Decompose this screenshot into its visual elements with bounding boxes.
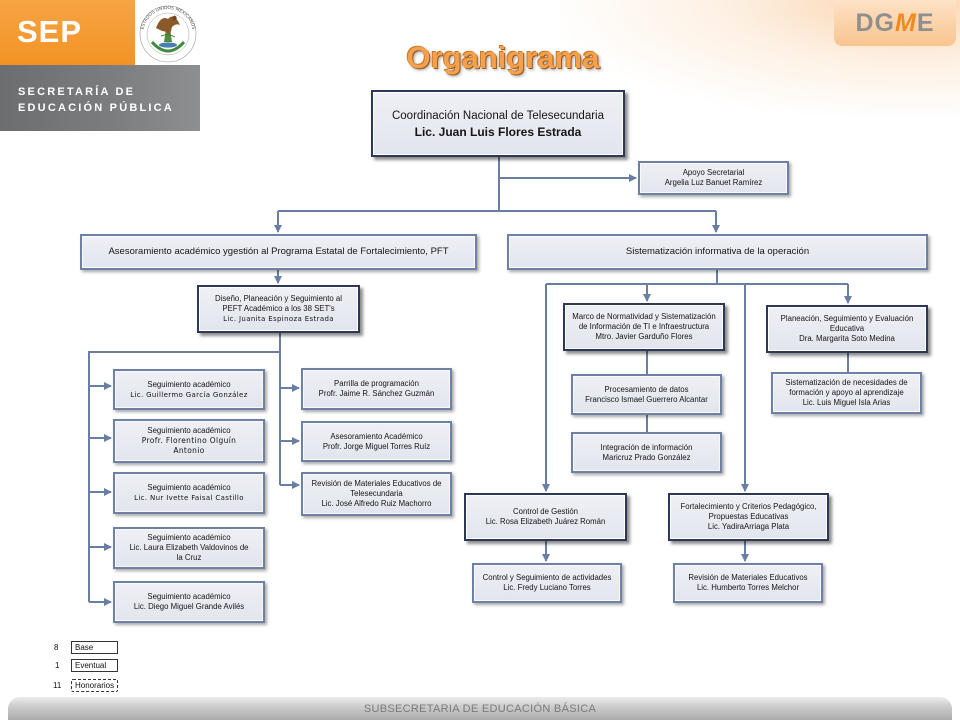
legend-label: Base xyxy=(71,641,118,654)
unit-name: Control de Gestión xyxy=(512,507,578,516)
unit-name: Seguimiento académico xyxy=(147,379,231,389)
unit-name: Seguimiento académico xyxy=(147,592,231,601)
legend-label: Honorarios xyxy=(71,679,118,692)
unit-name: Sistematización de necesidades de xyxy=(785,378,908,387)
org-node-revision-materiales: Revisión de Materiales Educativos Lic. H… xyxy=(673,563,823,603)
person-name: Argelia Luz Banuet Ramírez xyxy=(664,178,763,187)
person-name: Profr. Florentino Olguín xyxy=(141,436,237,445)
person-name: Lic. Laura Elizabeth Valdovinos de xyxy=(129,543,249,552)
unit-name: Apoyo Secretarial xyxy=(682,168,745,177)
org-node-coordinacion: Coordinación Nacional de Telesecundaria … xyxy=(371,90,625,157)
org-node-revision-materiales-telesecundaria: Revisión de Materiales Educativos de Tel… xyxy=(301,472,452,516)
unit-name: Procesamiento de datos xyxy=(604,384,689,394)
org-node-asesoramiento-pft: Asesoramiento académico ygestión al Prog… xyxy=(80,234,477,270)
unit-name: Sistematización informativa de la operac… xyxy=(625,246,810,257)
org-node-parrilla-programacion: Parrilla de programación Profr. Jaime R.… xyxy=(301,368,452,410)
unit-name: de Información de TI e Infraestructura xyxy=(578,322,710,331)
unit-name: Diseño, Planeación y Seguimiento al xyxy=(215,294,342,303)
secretaria-line-2: EDUCACIÓN PÚBLICA xyxy=(18,102,174,114)
legend-count: 1 xyxy=(55,661,60,670)
legend-label: Eventual xyxy=(71,659,118,672)
org-node-control-gestion: Control de Gestión Lic. Rosa Elizabeth J… xyxy=(464,493,627,541)
unit-name: Planeación, Seguimiento y Evaluación xyxy=(780,314,914,323)
org-node-necesidades-formacion: Sistematización de necesidades de formac… xyxy=(771,372,922,414)
unit-name: Integración de información xyxy=(600,442,693,452)
org-node-sistematizacion-informativa: Sistematización informativa de la operac… xyxy=(507,234,928,270)
person-name: Lic. Juanita Espinoza Estrada xyxy=(223,315,334,323)
unit-name: Marco de Normatividad y Sistematización xyxy=(572,312,716,321)
person-name: Antonio xyxy=(173,446,205,455)
connector xyxy=(88,351,280,602)
unit-name: PEFT Académico a los 38 SET's xyxy=(222,304,335,313)
unit-name: Revisión de Materiales Educativos de xyxy=(311,479,442,488)
org-node-planeacion-evaluacion: Planeación, Seguimiento y Evaluación Edu… xyxy=(766,305,928,353)
dgme-logo-right: E xyxy=(916,8,935,37)
org-node-asesoramiento-academico: Asesoramiento Académico Profr. Jorge Mig… xyxy=(301,421,452,462)
unit-name: Parrilla de programación xyxy=(334,379,419,388)
org-node-seguimiento-4: Seguimiento académico Lic. Laura Elizabe… xyxy=(113,527,265,569)
dgme-logo-left: DG xyxy=(855,8,895,37)
secretaria-line-1: SECRETARÍA DE xyxy=(18,86,136,98)
unit-name: Coordinación Nacional de Telesecundaria xyxy=(391,109,605,122)
person-name: Lic. Juan Luis Flores Estrada xyxy=(414,124,582,139)
dgme-logo-mark: M xyxy=(894,8,917,37)
unit-name: Seguimiento académico xyxy=(147,426,231,435)
person-name: Lic. Luis Miguel Isla Arias xyxy=(802,398,891,407)
org-node-seguimiento-1: Seguimiento académico Lic. Guillermo Gar… xyxy=(113,369,265,410)
person-name: Lic. Diego Miguel Grande Avilés xyxy=(133,602,245,611)
org-node-seguimiento-3: Seguimiento académico Lic. Nur Ivette Fa… xyxy=(113,472,265,514)
mexican-coat-of-arms-icon: ESTADOS UNIDOS MEXICANOS xyxy=(135,0,200,65)
person-name: Mtro. Javier Garduño Flores xyxy=(595,332,693,341)
unit-name: Asesoramiento Académico xyxy=(330,431,423,441)
unit-name: Propuestas Educativas xyxy=(708,512,789,521)
footer-text: SUBSECRETARIA DE EDUCACIÓN BÁSICA xyxy=(363,703,597,715)
person-name: Lic. YadiraArriaga Plata xyxy=(707,522,790,531)
unit-name: Asesoramiento académico ygestión al Prog… xyxy=(108,246,449,257)
org-node-apoyo-secretarial: Apoyo Secretarial Argelia Luz Banuet Ram… xyxy=(638,161,789,195)
unit-name: Fortalecimiento y Criterios Pedagógico, xyxy=(680,502,817,511)
person-name: Lic. Rosa Elizabeth Juárez Román xyxy=(485,517,606,526)
legend-count: 8 xyxy=(54,643,59,652)
secretaria-banner: SECRETARÍA DE EDUCACIÓN PÚBLICA xyxy=(0,65,200,131)
seal-graphic: ESTADOS UNIDOS MEXICANOS xyxy=(139,5,197,63)
sep-logo: SEP xyxy=(0,0,135,65)
org-node-diseno-peft: Diseño, Planeación y Seguimiento al PEFT… xyxy=(197,285,360,333)
legend-count: 11 xyxy=(53,681,62,690)
org-node-control-actividades: Control y Seguimiento de actividades Lic… xyxy=(472,563,622,603)
org-node-marco-normatividad: Marco de Normatividad y Sistematización … xyxy=(563,303,725,351)
person-name: Lic. José Alfredo Ruiz Machorro xyxy=(321,499,432,508)
org-node-integracion-informacion: Integración de información Maricruz Prad… xyxy=(571,432,722,473)
unit-name: Control y Seguimiento de actividades xyxy=(482,573,612,582)
footer-bar: SUBSECRETARIA DE EDUCACIÓN BÁSICA xyxy=(8,697,952,720)
person-name: Maricruz Prado González xyxy=(602,452,691,462)
person-name: Lic. Guillermo García González xyxy=(130,390,248,399)
unit-name: Seguimiento académico xyxy=(147,483,231,492)
unit-name: Educativa xyxy=(829,324,865,333)
org-node-fortalecimiento-pedagogico: Fortalecimiento y Criterios Pedagógico, … xyxy=(668,493,829,541)
person-name: Profr. Jaime R. Sánchez Guzmán xyxy=(318,389,435,398)
org-node-procesamiento-datos: Procesamiento de datos Francisco Ismael … xyxy=(571,374,722,415)
org-node-seguimiento-2: Seguimiento académico Profr. Florentino … xyxy=(113,419,265,463)
unit-name: Revisión de Materiales Educativos xyxy=(688,573,808,582)
unit-name: Telesecundaria xyxy=(350,489,403,498)
person-name: Dra. Margarita Soto Medina xyxy=(799,334,895,343)
person-name: Francisco Ismael Guerrero Alcantar xyxy=(585,394,708,404)
unit-name: Seguimiento académico xyxy=(147,533,231,542)
sep-wordmark: SEP xyxy=(17,14,83,49)
person-name: Lic. Nur Ivette Faisal Castillo xyxy=(134,494,244,502)
person-name: Lic. Fredy Luciano Torres xyxy=(503,583,591,592)
page-title: Organigrama xyxy=(406,40,600,75)
person-name: Profr. Jorge Miguel Torres Ruíz xyxy=(322,441,431,451)
person-name: la Cruz xyxy=(176,553,202,562)
person-name: Lic. Humberto Torres Melchor xyxy=(696,583,800,592)
unit-name: formación y apoyo al aprendizaje xyxy=(789,388,904,397)
org-node-seguimiento-5: Seguimiento académico Lic. Diego Miguel … xyxy=(113,581,265,623)
